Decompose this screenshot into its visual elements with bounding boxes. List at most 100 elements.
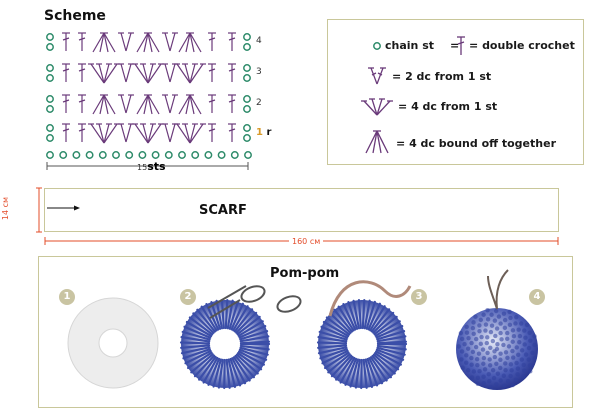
chain-stitch: [46, 64, 54, 72]
yarn-wrap: [322, 320, 350, 338]
row-number-3: 3: [256, 67, 262, 77]
pompom-yarn-tip: [498, 321, 503, 326]
chain-stitch: [164, 151, 173, 159]
legend-symbols: [361, 36, 465, 154]
step-3-badge: 3: [411, 289, 427, 305]
pompom-yarn-tip: [478, 317, 484, 323]
yarn-wrap: [317, 346, 348, 355]
yarn-wrap: [376, 344, 407, 351]
pompom-yarn-tip: [517, 333, 523, 339]
pompom-yarn-tip: [523, 352, 529, 357]
chain-stitch: [138, 151, 147, 159]
pompom-yarn-tip: [488, 384, 494, 390]
yarn-wrap: [212, 358, 222, 388]
yarn-wrap: [344, 357, 358, 386]
chain-stitch: [125, 151, 134, 159]
two-dc-group: [118, 63, 134, 83]
legend-2dc-label: = 2 dc from 1 st: [392, 70, 492, 83]
four-dc-bound-group: [178, 94, 202, 115]
yarn-wrap: [375, 348, 405, 361]
yarn-wrap: [335, 355, 354, 381]
dc-stitch: [208, 94, 216, 113]
yarn-wrap: [376, 335, 407, 343]
pompom-yarn-tip: [469, 362, 474, 367]
pompom-yarn-tip: [502, 383, 507, 388]
step-1-badge: 1: [59, 289, 75, 305]
pompom-yarn-tip: [458, 330, 464, 336]
legend-chain-eq: =: [450, 39, 460, 52]
scheme-title: Scheme: [44, 8, 106, 24]
pompom-yarn-tip: [459, 357, 464, 362]
pompom-yarn-tip: [515, 372, 520, 377]
pompom-yarn-tip: [515, 366, 521, 371]
dc-stitch: [78, 32, 86, 51]
yarn-wrap: [183, 325, 212, 339]
pompom-yarn-tip: [498, 351, 503, 356]
pompom-yarn-tip: [498, 365, 503, 371]
yarn-wrap: [200, 305, 218, 332]
yarn-wrap: [376, 346, 406, 356]
pompom-yarn-tip: [489, 323, 495, 328]
pompom-yarn-tip: [464, 330, 470, 335]
chain-stitch: [46, 105, 54, 113]
yarn-wrap: [325, 316, 351, 336]
yarn-wrap: [375, 350, 402, 366]
scarf-direction-arrow: [47, 205, 80, 211]
pompom-yarn-tip: [532, 334, 537, 339]
scarf-label: SCARF: [199, 203, 247, 218]
pompom-yarn-tip: [532, 356, 537, 361]
ring-center-hole: [348, 330, 376, 358]
pompom-yarn-tip: [481, 312, 486, 317]
yarn-wrap: [365, 300, 376, 330]
yarn-wrap: [363, 299, 371, 330]
pompom-yarn-tip: [510, 328, 516, 333]
cardboard-ring-illustration: [67, 297, 159, 389]
dc-stitch: [62, 94, 70, 113]
yarn-wrap: [366, 357, 379, 387]
chain-stitch: [217, 151, 226, 159]
pompom-yarn-tip: [501, 373, 507, 378]
scarf-length-label: 160 см: [289, 237, 324, 246]
pompom-yarn-tip: [501, 342, 506, 348]
yarn-wrap: [316, 341, 348, 345]
yarn-wrap: [354, 358, 361, 389]
pompom-yarn-tip: [479, 334, 484, 340]
dc-stitch: [228, 94, 236, 113]
pompom-yarn-tip: [501, 311, 507, 316]
pompom-yarn-tip: [485, 307, 490, 313]
yarn-wrap: [179, 341, 211, 345]
yarn-wrap: [215, 299, 224, 330]
chain-stitch: [46, 33, 54, 41]
pompom-yarn-tip: [510, 355, 516, 360]
stitch-count-label: 15sts: [137, 160, 166, 173]
pompom-yarn-tip: [519, 321, 524, 326]
yarn-wrap: [364, 358, 373, 388]
legend-4dc-symbol: [361, 98, 393, 116]
yarn-wrap: [232, 356, 251, 382]
pompom-yarn-tip: [489, 312, 494, 317]
pompom-yarn-tip: [498, 357, 503, 362]
dc-stitch: [62, 63, 70, 82]
pompom-yarn-tip: [527, 363, 533, 368]
yarn-wrap: [196, 308, 217, 333]
pompom-yarn-tip: [487, 363, 493, 368]
pompom-yarn-tip: [480, 347, 486, 352]
yarn-wrap: [239, 335, 270, 343]
chain-stitch: [151, 151, 160, 159]
four-dc-bound-group: [136, 94, 160, 115]
pompom-yarn-tip: [485, 335, 490, 340]
pompom-yarn-tip: [482, 367, 488, 372]
yarn-wrap: [339, 356, 356, 384]
yarn-wrap: [238, 348, 268, 361]
pompom-yarn-tip: [498, 378, 503, 383]
yarn-wrap: [236, 315, 261, 336]
pompom-yarn-tip: [521, 374, 526, 379]
chain-stitch: [85, 151, 94, 159]
yarn-wrap: [372, 311, 395, 334]
pompom-yarn-tip: [493, 308, 499, 314]
dc-stitch: [208, 123, 216, 142]
yarn-wrap: [185, 320, 213, 338]
pompom-yarn-tip: [471, 331, 476, 336]
pompom-yarn-tip: [471, 369, 477, 374]
pompom-yarn-tip: [495, 342, 500, 347]
